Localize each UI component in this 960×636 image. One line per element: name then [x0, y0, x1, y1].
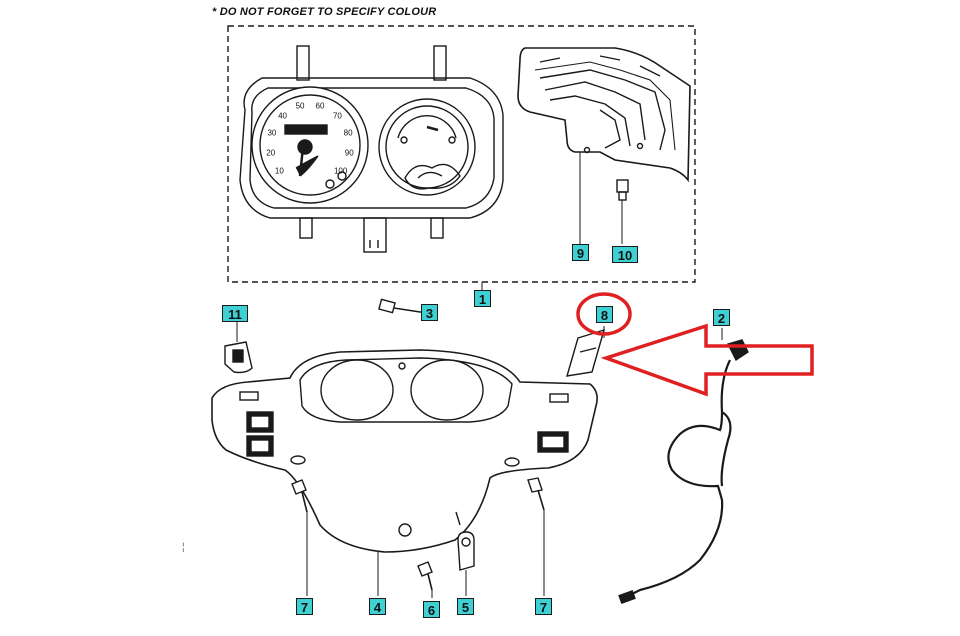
callout-2: 2: [713, 309, 730, 326]
screw-part-6: [417, 561, 433, 598]
assembly-box: [227, 25, 696, 283]
callout-7-right: 7: [535, 598, 552, 615]
callout-8: 8: [596, 306, 613, 323]
speed-tick-label: 60: [315, 101, 325, 111]
circuit-board: [517, 47, 691, 183]
speed-tick-label: 90: [344, 148, 354, 158]
bulb-holder: [616, 179, 629, 244]
red-arrow-icon: [600, 323, 814, 397]
clip-part-11: [224, 322, 253, 374]
highlight-annotations: [576, 292, 814, 397]
speed-tick-label: 10: [274, 166, 284, 176]
highlight-circle: [576, 292, 632, 336]
speed-tick-label: 70: [332, 111, 342, 121]
callout-3: 3: [421, 304, 438, 321]
speed-tick-label: 20: [266, 148, 276, 158]
speed-tick-label: 30: [267, 128, 277, 138]
clamp-part-5: [457, 531, 475, 596]
speed-tick-label: 50: [295, 101, 305, 111]
speed-tick-label: 40: [278, 111, 287, 121]
callout-9: 9: [572, 244, 589, 261]
callout-4: 4: [369, 598, 386, 615]
screw-part-7-right: [527, 477, 545, 596]
callout-5: 5: [457, 598, 474, 615]
callout-7-left: 7: [296, 598, 313, 615]
speed-tick-label: 100: [333, 166, 348, 176]
instrument-cluster: [239, 45, 504, 253]
callout-6: 6: [423, 601, 440, 618]
callout-11: 11: [222, 305, 248, 322]
screw-part-7-left: [291, 479, 308, 596]
screw-part-3: [378, 298, 421, 314]
callout-1: 1: [474, 290, 491, 307]
callout-10: 10: [612, 246, 638, 263]
handlebar-cover: [211, 349, 598, 596]
svg-text:¦: ¦: [182, 542, 185, 553]
colour-note: * DO NOT FORGET TO SPECIFY COLOUR: [212, 6, 437, 18]
speed-tick-label: 80: [343, 128, 353, 138]
